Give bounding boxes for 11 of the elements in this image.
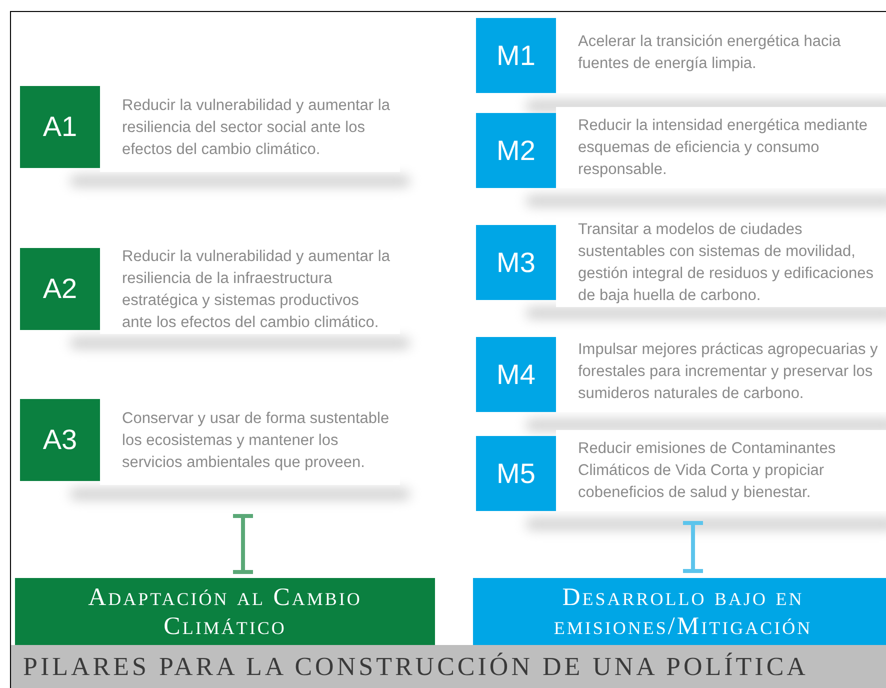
pillar-band: Desarrollo bajo en emisiones/Mitigación [473, 578, 886, 645]
pillar-band: Adaptación al Cambio Climático [15, 578, 435, 645]
code-badge: A2 [20, 248, 100, 330]
code-badge: M2 [476, 113, 556, 188]
code-badge: M1 [476, 18, 556, 93]
code-badge: A1 [20, 86, 100, 168]
code-badge: M5 [476, 436, 556, 511]
code-badge: M3 [476, 225, 556, 300]
code-badge: A3 [20, 399, 100, 481]
code-badge: M4 [476, 337, 556, 412]
title-banner: PILARES PARA LA CONSTRUCCIÓN DE UNA POLÍTICA [11, 645, 886, 688]
